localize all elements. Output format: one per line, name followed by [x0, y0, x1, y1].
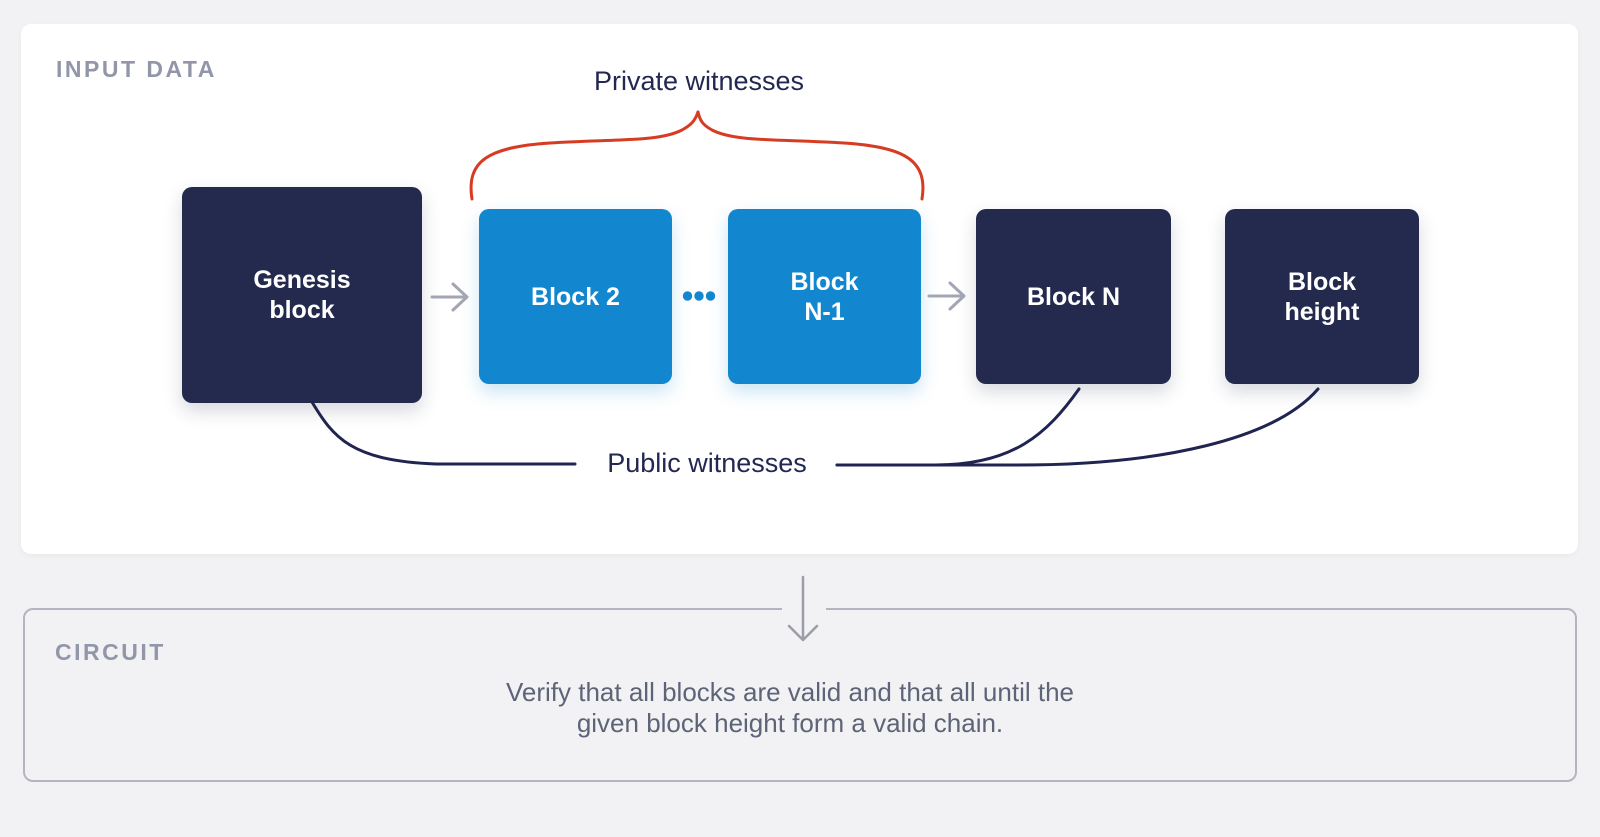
block-genesis-label-line2: block — [269, 296, 335, 324]
block-genesis: Genesis block — [182, 187, 422, 403]
block-genesis-label-line1: Genesis — [253, 266, 351, 294]
public-witnesses-label: Public witnesses — [607, 448, 807, 478]
block-height-label-line2: height — [1284, 297, 1360, 326]
block-n-1: Block N-1 — [728, 209, 921, 384]
circuit-description: Verify that all blocks are valid and tha… — [390, 677, 1190, 739]
input-data-section-label: INPUT DATA — [56, 56, 217, 82]
circuit-section-label: CIRCUIT — [55, 639, 166, 665]
block-height: Block height — [1225, 209, 1419, 384]
block-n-1-label-line1: Block — [790, 267, 859, 296]
circuit-description-line2: given block height form a valid chain. — [576, 708, 1004, 738]
circuit-border-gap — [782, 605, 826, 613]
private-witnesses-label: Private witnesses — [593, 66, 805, 96]
block-n-1-label-line2: N-1 — [804, 297, 845, 326]
block-2-label: Block 2 — [531, 282, 620, 311]
block-n: Block N — [976, 209, 1171, 384]
block-height-label-line1: Block — [1287, 267, 1357, 296]
circuit-description-line1: Verify that all blocks are valid and tha… — [506, 677, 1074, 707]
block-n-label: Block N — [1026, 282, 1121, 311]
block-2: Block 2 — [479, 209, 672, 384]
